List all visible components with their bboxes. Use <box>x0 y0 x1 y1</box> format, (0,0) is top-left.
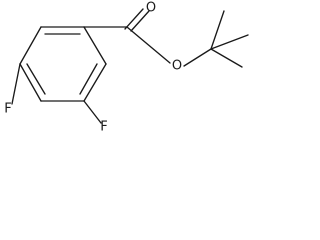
bond-c4-f <box>11 63 21 105</box>
bond-oester-tbu <box>183 48 212 67</box>
bond-tbu-methyl-right <box>210 34 249 50</box>
bond-c3-c4 <box>19 63 42 102</box>
bond-c1-c2 <box>83 63 107 102</box>
bond-carbonyl-oester <box>126 26 171 64</box>
atom-label-o-ester: O <box>172 59 182 74</box>
bond-c2-f <box>83 100 102 124</box>
atom-label-o-carbonyl: O <box>146 1 156 16</box>
atom-label-f-4: F <box>4 102 11 117</box>
double-bond-co-a <box>124 8 144 30</box>
double-bond-c3-c4 <box>26 63 46 95</box>
tert-butyl-group <box>210 10 249 68</box>
bond-tbu-methyl-up <box>210 10 225 50</box>
bond-c6-c1 <box>83 26 107 65</box>
bond-c4-c5 <box>19 26 42 65</box>
double-bond-c1-c2 <box>79 63 98 95</box>
double-bond-co-b <box>130 10 150 32</box>
bond-tbu-methyl-down <box>210 48 243 68</box>
benzene-ring <box>19 26 107 102</box>
structure-diagram: O O F F <box>4 1 249 135</box>
atom-label-f-2: F <box>100 120 107 135</box>
